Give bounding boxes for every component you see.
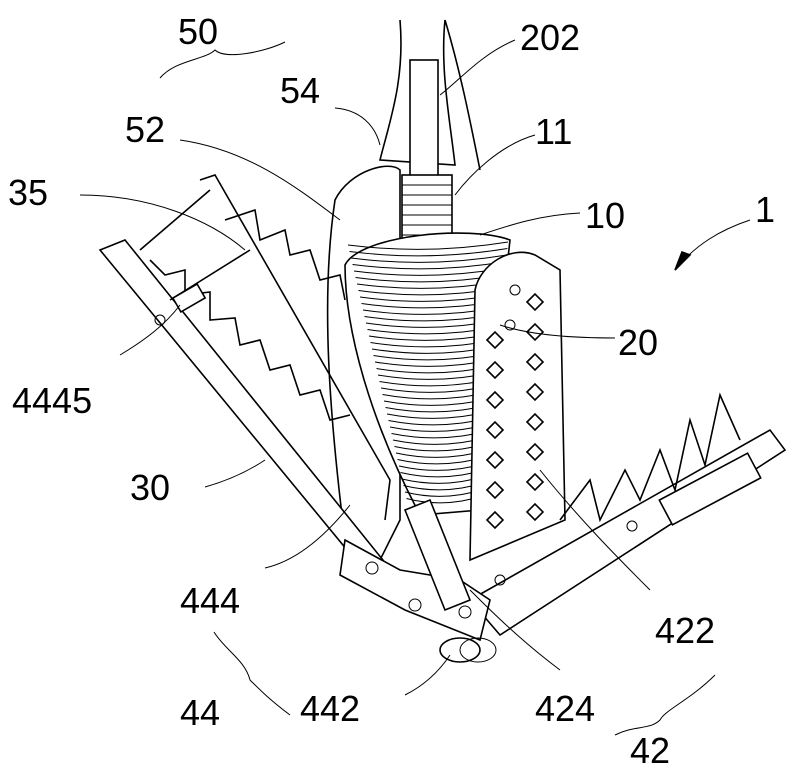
label-424: 424: [535, 688, 595, 729]
stud: [485, 390, 505, 410]
stud: [485, 480, 505, 500]
label-11: 11: [535, 111, 572, 152]
stud: [525, 472, 545, 492]
stud: [525, 442, 545, 462]
label-422: 422: [655, 610, 715, 651]
jaw-42: [468, 392, 787, 637]
coil-turn: [347, 241, 509, 250]
label-35: 35: [8, 172, 48, 213]
stud: [485, 330, 505, 350]
label-20: 20: [618, 322, 658, 363]
stud: [485, 510, 505, 530]
coil-turn: [350, 254, 507, 263]
label-10: 10: [585, 195, 625, 236]
label-52: 52: [125, 109, 165, 150]
label-442: 442: [300, 688, 360, 729]
stud: [525, 292, 545, 312]
label-50: 50: [178, 11, 218, 52]
stud: [525, 502, 545, 522]
stud: [525, 322, 545, 342]
plate-20: [469, 251, 566, 562]
coil-turn: [352, 261, 507, 270]
handle-202: [378, 19, 481, 181]
label-4445: 4445: [12, 380, 92, 421]
label-42: 42: [630, 730, 670, 771]
label-30: 30: [130, 467, 170, 508]
stud: [485, 450, 505, 470]
stud: [525, 352, 545, 372]
stud: [525, 382, 545, 402]
leader-lines: [79, 39, 751, 736]
stud: [485, 420, 505, 440]
label-444: 444: [180, 580, 240, 621]
label-1: 1: [755, 189, 775, 230]
stud: [525, 412, 545, 432]
coil-10: [344, 232, 511, 516]
coil-turn: [349, 248, 508, 257]
stud: [485, 360, 505, 380]
label-202: 202: [520, 17, 580, 58]
label-54: 54: [280, 70, 320, 111]
hinge-44: [339, 498, 497, 663]
label-44: 44: [180, 692, 220, 733]
